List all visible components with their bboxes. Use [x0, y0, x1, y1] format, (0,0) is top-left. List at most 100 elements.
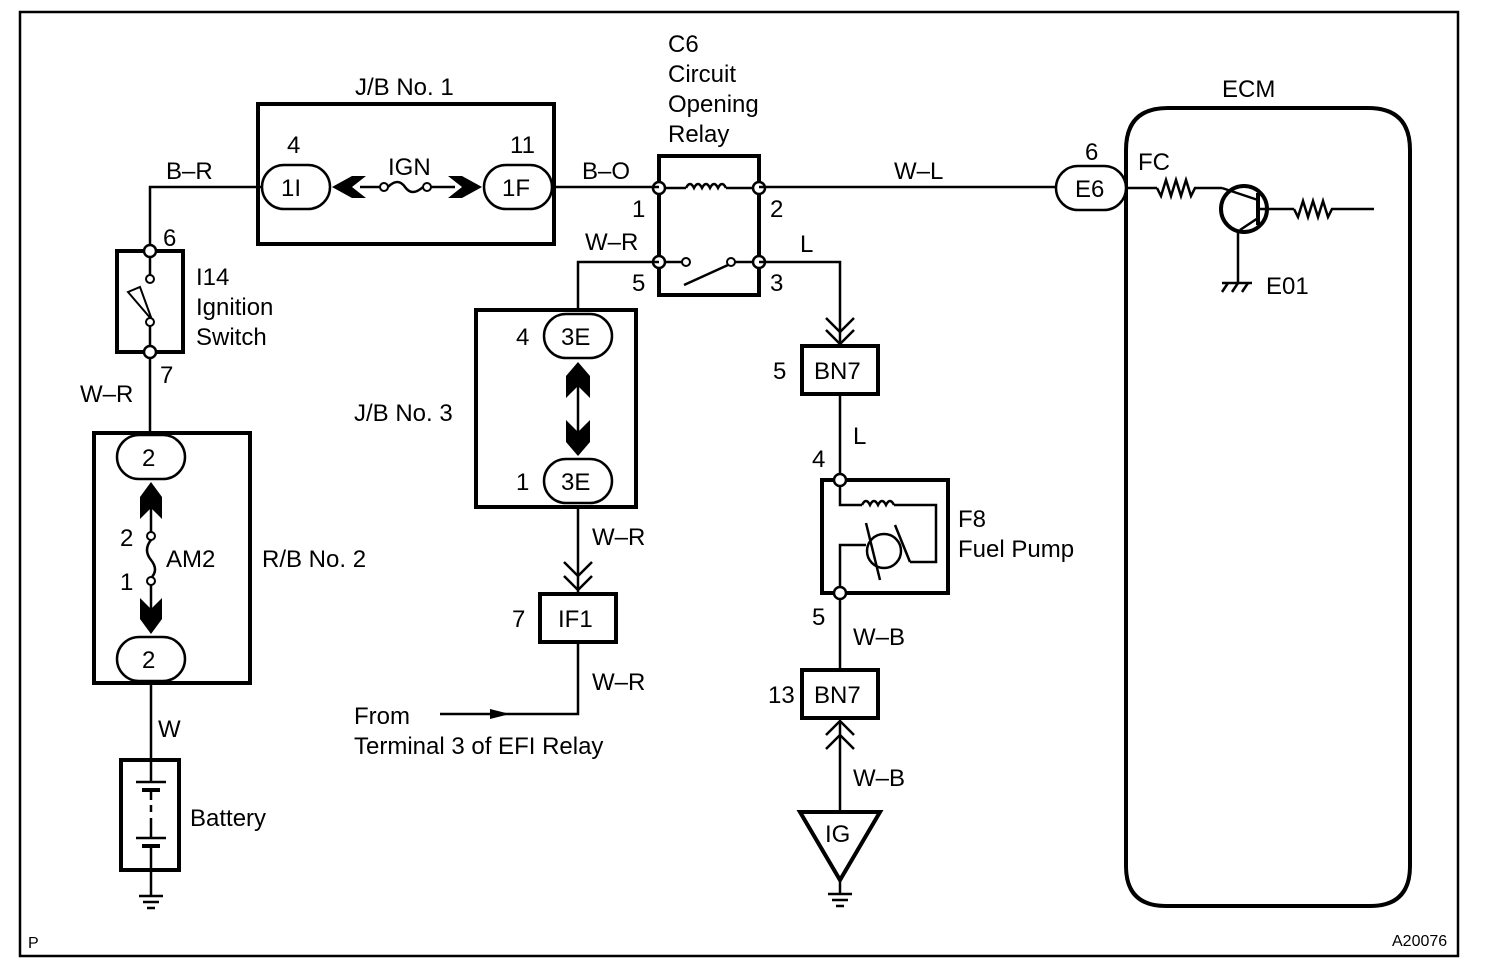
rb2-connector-bottom-label: 2	[142, 647, 155, 674]
terminal-arrow-icon	[140, 598, 162, 634]
ground-ig-label: IG	[825, 821, 850, 848]
jb3-connector-top[interactable]	[542, 312, 614, 360]
terminal-arrow-icon	[448, 176, 482, 198]
ecm-fc-label: FC	[1138, 149, 1170, 176]
relay-id: C6	[668, 31, 699, 58]
jb3-connector-top-label: 3E	[561, 324, 590, 351]
ignition-id: I14	[196, 264, 229, 291]
wire-label-l-relay: L	[800, 231, 813, 258]
rb2-connector-bottom[interactable]	[115, 635, 187, 683]
ignition-pin-6[interactable]	[142, 243, 158, 259]
ignition-key-icon	[126, 285, 153, 321]
jb3-connector-bottom[interactable]	[542, 457, 614, 505]
wire-b-r[interactable]	[148, 185, 262, 245]
battery-label: Battery	[190, 805, 266, 832]
connector-1I-label: 1I	[281, 175, 301, 202]
pump-pin-5[interactable]	[832, 585, 848, 601]
bn7-bottom-label: BN7	[814, 682, 861, 709]
bn7-top-label: BN7	[814, 358, 861, 385]
efi-source-line1: From	[354, 703, 410, 730]
jb3-bottom-pin: 1	[516, 469, 529, 496]
fuse-am2-label: AM2	[166, 546, 215, 573]
terminal-arrow-icon	[566, 420, 590, 456]
rb2-title: R/B No. 2	[262, 546, 366, 573]
connector-E6-label: E6	[1075, 176, 1104, 203]
ignition-name-2: Switch	[196, 324, 267, 351]
arrow-icon	[490, 709, 510, 719]
am2-pin-bottom: 1	[120, 569, 133, 596]
relay-pin-2-label: 2	[770, 196, 783, 223]
pump-pin-bottom-label: 5	[812, 604, 825, 631]
ground-point-ig: IG	[796, 810, 884, 908]
pump-name: Fuel Pump	[958, 536, 1074, 563]
wire-label-w-l: W–L	[894, 158, 943, 185]
jb3-connector-bottom-label: 3E	[561, 469, 590, 496]
connector-BN7-top[interactable]: BN7 5	[773, 344, 880, 396]
terminal-arrow-icon	[332, 176, 366, 198]
ignition-name-1: Ignition	[196, 294, 273, 321]
relay-pin-5-label: 5	[632, 270, 645, 297]
am2-pin-top: 2	[120, 525, 133, 552]
fuse-icon	[387, 180, 424, 194]
battery: Battery	[119, 758, 266, 910]
pump-id: F8	[958, 506, 986, 533]
wire-label-b-r: B–R	[166, 158, 213, 185]
relay-name-1: Circuit	[668, 61, 736, 88]
motor-icon	[865, 532, 903, 570]
ecm-e01-label: E01	[1266, 273, 1309, 300]
connector-IF1[interactable]: IF1 7	[512, 592, 618, 644]
bn7-bottom-pin: 13	[768, 682, 795, 709]
connector-arrow-icon	[825, 317, 855, 334]
diagram-frame	[18, 10, 1460, 958]
wire-w-r-efi[interactable]	[440, 642, 580, 716]
efi-source-line2: Terminal 3 of EFI Relay	[354, 733, 603, 760]
ecm-title: ECM	[1222, 76, 1275, 103]
relay-block-2: 2 2 2 1 AM2 R/B No. 2	[92, 431, 366, 685]
wire-label-l-pump: L	[853, 423, 866, 450]
relay-pin-1-label: 1	[632, 196, 645, 223]
pump-coil-icon	[860, 499, 896, 508]
wire-label-b-o: B–O	[582, 158, 630, 185]
wire-label-jb3-if1: W–R	[592, 524, 645, 551]
fuel-pump: 4 5 F8 Fuel Pump	[812, 446, 1074, 631]
relay-switch-icon	[683, 263, 729, 287]
fuse-icon	[145, 539, 157, 579]
junction-block-3: 3E 4 3E 1 J/B No. 3	[354, 308, 638, 509]
ecm-pin-label: 6	[1085, 139, 1098, 166]
ignition-pin-bottom-label: 7	[160, 362, 173, 389]
resistor-icon	[1292, 196, 1374, 222]
fuse-ign-label: IGN	[388, 154, 431, 181]
ignition-pin-top-label: 6	[163, 225, 176, 252]
connector-1F-label: 1F	[502, 175, 530, 202]
corner-label: P	[28, 935, 39, 952]
relay-pin-3-label: 3	[770, 270, 783, 297]
wire-l-relay[interactable]	[759, 260, 842, 344]
jb1-title: J/B No. 1	[355, 74, 454, 101]
connector-arrow-icon	[563, 561, 593, 578]
wire-label-bn7-ground: W–B	[853, 765, 905, 792]
wire-label-relay-jb3: W–R	[585, 229, 638, 256]
if1-label: IF1	[558, 606, 593, 633]
connector-BN7-bottom[interactable]: BN7 13	[768, 668, 880, 720]
relay-name-3: Relay	[668, 121, 729, 148]
jb1-left-pin: 4	[287, 132, 300, 159]
wire-w-r-relay[interactable]	[576, 260, 659, 312]
junction-block-1: J/B No. 1 1I 4 1F 11 IGN	[256, 74, 556, 246]
relay-name-2: Opening	[668, 91, 759, 118]
circuit-opening-relay: C6 Circuit Opening Relay 1 2 5 3	[632, 31, 783, 297]
jb3-top-pin: 4	[516, 324, 529, 351]
pump-pin-top-label: 4	[812, 446, 825, 473]
terminal-arrow-icon	[140, 482, 162, 519]
ecm: ECM E6 6 FC E01	[1054, 76, 1412, 908]
ignition-pin-7[interactable]	[142, 344, 158, 360]
if1-pin: 7	[512, 606, 525, 633]
jb1-right-pin: 11	[510, 132, 535, 159]
jb3-title: J/B No. 3	[354, 400, 453, 427]
terminal-arrow-icon	[566, 362, 590, 398]
ignition-switch: 6 7 I14 Ignition Switch	[115, 225, 273, 389]
rb2-connector-top[interactable]	[115, 433, 187, 481]
pump-pin-4[interactable]	[832, 472, 848, 488]
resistor-icon	[1155, 175, 1222, 201]
wire-label-w: W	[158, 716, 181, 743]
